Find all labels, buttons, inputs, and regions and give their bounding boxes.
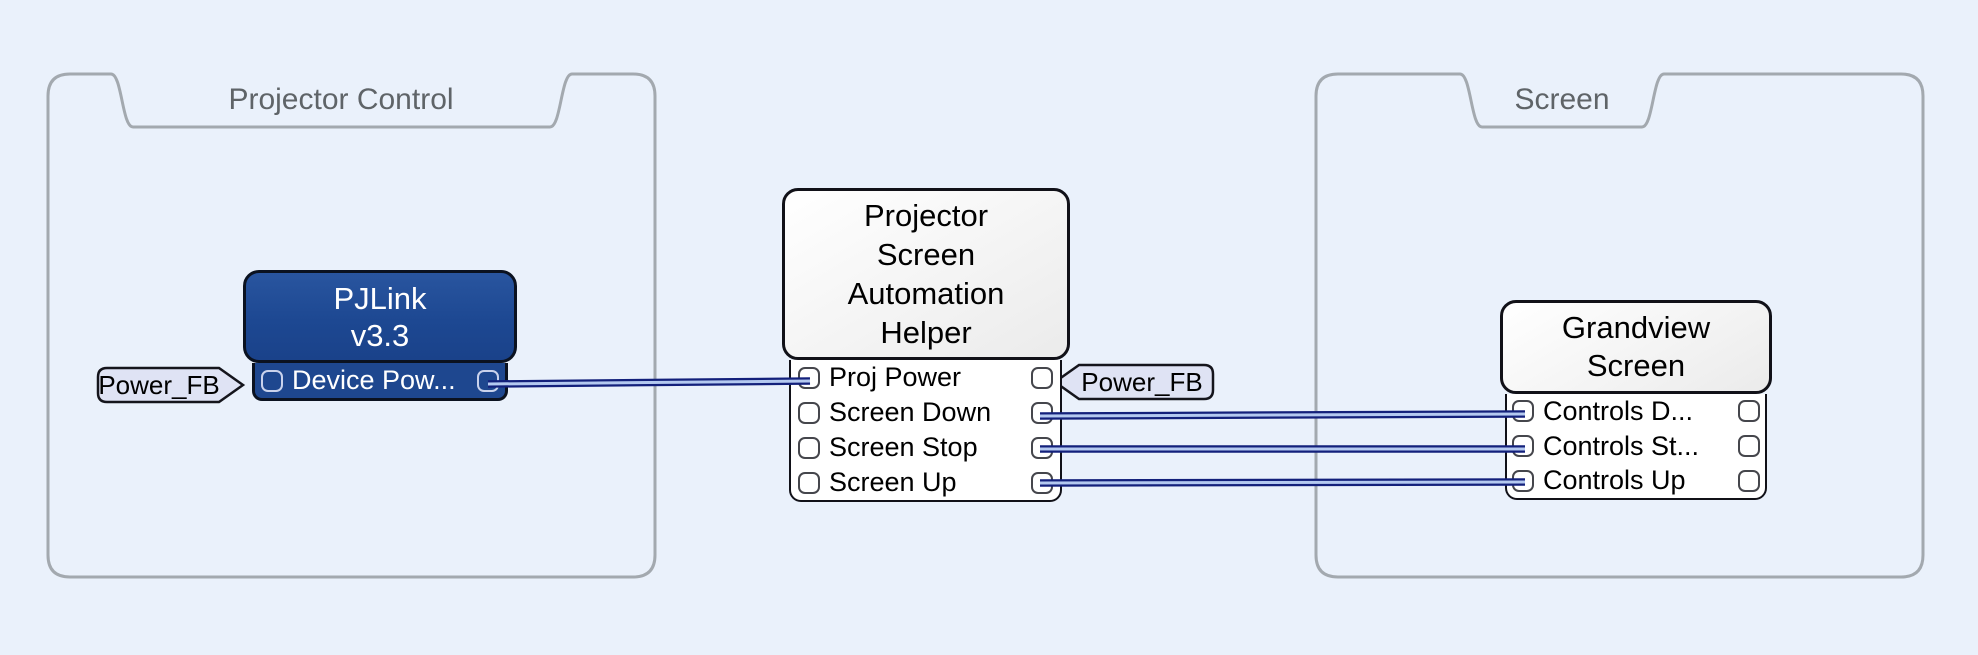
- pin-controls-down-output[interactable]: [1738, 400, 1760, 423]
- group-title-screen[interactable]: Screen: [1514, 83, 1610, 116]
- automation-helper-node[interactable]: Projector Screen Automation Helper: [782, 188, 1070, 360]
- grandview-screen-node[interactable]: Grandview Screen: [1500, 300, 1772, 394]
- pin-label-screen-down: Screen Down: [829, 397, 992, 427]
- automation-helper-pin-body[interactable]: Proj Power Screen Down Screen Stop Scree…: [789, 360, 1062, 502]
- power-fb-tag-left-shape[interactable]: [96, 366, 246, 404]
- pin-label-screen-up: Screen Up: [829, 467, 957, 497]
- helper-row-screen-up[interactable]: Screen Up: [791, 465, 1060, 500]
- pin-label-controls-down: Controls D...: [1543, 395, 1694, 426]
- pin-label-controls-up: Controls Up: [1543, 465, 1686, 496]
- grandview-row-controls-stop[interactable]: Controls St...: [1507, 429, 1765, 464]
- grandview-row-controls-down[interactable]: Controls D...: [1507, 394, 1765, 429]
- pin-controls-stop-input[interactable]: [1512, 435, 1534, 457]
- pjlink-pin-row-device-power[interactable]: Device Pow...: [252, 363, 508, 401]
- grandview-row-controls-up[interactable]: Controls Up: [1507, 463, 1765, 498]
- projector-control-group-outline: [46, 72, 657, 579]
- pin-label-controls-stop: Controls St...: [1543, 430, 1700, 461]
- screen-group-outline: [1314, 72, 1925, 579]
- pin-proj-power-input[interactable]: [798, 366, 820, 389]
- pjlink-node[interactable]: PJLink v3.3: [243, 270, 517, 363]
- helper-title-line-1: Projector: [863, 198, 989, 233]
- pin-controls-up-input[interactable]: [1512, 469, 1534, 492]
- helper-title-line-3: Automation: [847, 276, 1005, 311]
- pin-label-screen-stop: Screen Stop: [829, 432, 978, 462]
- helper-title-line-4: Helper: [880, 315, 972, 350]
- pin-screen-stop-input[interactable]: [798, 436, 820, 459]
- pjlink-title-line-1: PJLink: [333, 280, 427, 316]
- pin-device-power-input[interactable]: [261, 369, 283, 392]
- grandview-title-line-1: Grandview: [1561, 310, 1711, 345]
- pin-controls-up-output[interactable]: [1738, 469, 1760, 492]
- pin-screen-down-input[interactable]: [798, 401, 820, 424]
- helper-row-screen-stop[interactable]: Screen Stop: [791, 430, 1060, 465]
- pin-label-device-power: Device Pow...: [292, 365, 456, 395]
- pin-label-proj-power: Proj Power: [829, 362, 962, 392]
- power-fb-tag-right-shape[interactable]: [1052, 363, 1215, 401]
- pin-controls-stop-output[interactable]: [1738, 435, 1760, 457]
- helper-row-proj-power[interactable]: Proj Power: [791, 360, 1060, 395]
- pjlink-title-line-2: v3.3: [350, 317, 410, 353]
- helper-title-line-2: Screen: [876, 237, 976, 272]
- group-title-projector-control[interactable]: Projector Control: [228, 83, 454, 116]
- pin-screen-up-input[interactable]: [798, 471, 820, 494]
- pin-screen-down-output[interactable]: [1031, 401, 1053, 424]
- pin-screen-up-output[interactable]: [1031, 471, 1053, 494]
- pin-screen-stop-output[interactable]: [1031, 436, 1053, 459]
- grandview-title-line-2: Screen: [1586, 348, 1686, 383]
- grandview-pin-body[interactable]: Controls D... Controls St... Controls Up: [1505, 394, 1767, 500]
- pin-device-power-output[interactable]: [477, 369, 499, 392]
- pin-controls-down-input[interactable]: [1512, 400, 1534, 423]
- pin-proj-power-output[interactable]: [1031, 366, 1053, 389]
- helper-row-screen-down[interactable]: Screen Down: [791, 395, 1060, 430]
